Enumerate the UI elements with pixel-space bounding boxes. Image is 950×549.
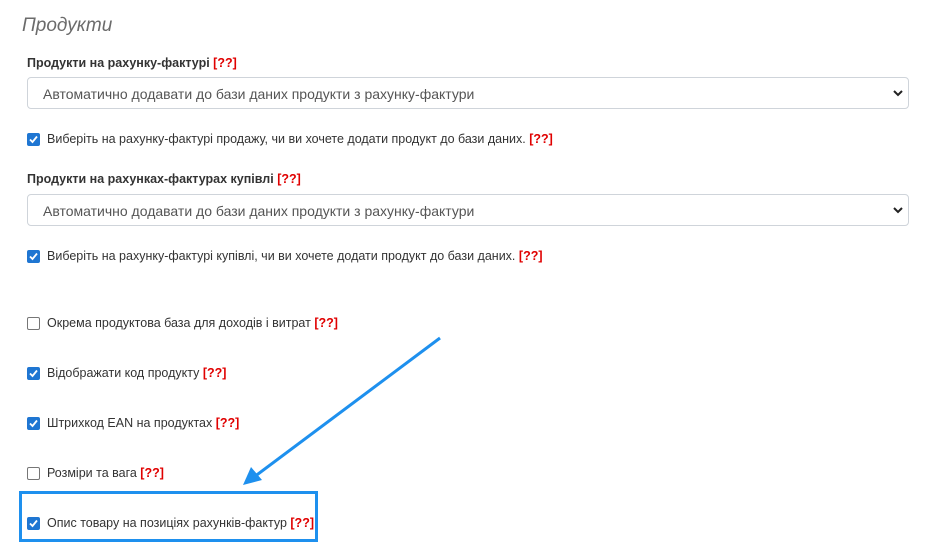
select-value: Автоматично додавати до бази даних проду… bbox=[43, 203, 475, 219]
checkbox[interactable] bbox=[27, 132, 40, 146]
help-link[interactable]: [??] bbox=[140, 466, 164, 480]
checkbox-label: Розміри та вага [??] bbox=[47, 466, 164, 480]
dimensions-weight-option[interactable]: Розміри та вага [??] bbox=[27, 465, 164, 481]
ean-barcode-option[interactable]: Штрихкод EAN на продуктах [??] bbox=[27, 415, 239, 431]
sales-invoice-products-select[interactable]: Автоматично додавати до бази даних проду… bbox=[27, 77, 909, 109]
help-link[interactable]: [??] bbox=[290, 516, 314, 530]
checkbox[interactable] bbox=[27, 316, 40, 330]
help-link[interactable]: [??] bbox=[314, 316, 338, 330]
annotation-highlight-box bbox=[19, 491, 318, 542]
checkbox-label: Опис товару на позиціях рахунків-фактур … bbox=[47, 516, 314, 530]
item-description-option[interactable]: Опис товару на позиціях рахунків-фактур … bbox=[27, 515, 314, 531]
chevron-down-icon bbox=[893, 207, 903, 214]
checkbox[interactable] bbox=[27, 416, 40, 430]
show-product-code-option[interactable]: Відображати код продукту [??] bbox=[27, 365, 226, 381]
checkbox-label: Виберіть на рахунку-фактурі продажу, чи … bbox=[47, 132, 553, 146]
checkbox[interactable] bbox=[27, 516, 40, 530]
checkbox[interactable] bbox=[27, 249, 40, 263]
purchase-invoice-products-label-text: Продукти на рахунках-фактурах купівлі bbox=[27, 172, 274, 186]
checkbox-label: Штрихкод EAN на продуктах [??] bbox=[47, 416, 240, 430]
sales-invoice-products-label-text: Продукти на рахунку-фактурі bbox=[27, 56, 210, 70]
purchase-invoice-products-select[interactable]: Автоматично додавати до бази даних проду… bbox=[27, 194, 909, 226]
help-link[interactable]: [??] bbox=[215, 416, 240, 430]
checkbox-label: Відображати код продукту [??] bbox=[47, 366, 227, 380]
sales-invoice-products-label: Продукти на рахунку-фактурі [??] bbox=[27, 56, 237, 70]
separate-product-base-option[interactable]: Окрема продуктова база для доходів і вит… bbox=[27, 315, 338, 331]
checkbox[interactable] bbox=[27, 366, 40, 380]
chevron-down-icon bbox=[893, 90, 903, 97]
page-title: Продукти bbox=[22, 15, 113, 36]
help-link[interactable]: [??] bbox=[202, 366, 227, 380]
checkbox-label: Виберіть на рахунку-фактурі купівлі, чи … bbox=[47, 249, 543, 263]
checkbox[interactable] bbox=[27, 466, 40, 480]
checkbox-label: Окрема продуктова база для доходів і вит… bbox=[47, 316, 338, 330]
select-value: Автоматично додавати до бази даних проду… bbox=[43, 86, 475, 102]
purchase-invoice-products-label: Продукти на рахунках-фактурах купівлі [?… bbox=[27, 172, 301, 186]
purchase-invoice-add-product-option[interactable]: Виберіть на рахунку-фактурі купівлі, чи … bbox=[27, 248, 543, 264]
help-link[interactable]: [??] bbox=[529, 132, 553, 146]
sales-invoice-add-product-option[interactable]: Виберіть на рахунку-фактурі продажу, чи … bbox=[27, 131, 553, 147]
help-link[interactable]: [??] bbox=[213, 56, 237, 70]
help-link[interactable]: [??] bbox=[518, 249, 543, 263]
help-link[interactable]: [??] bbox=[277, 172, 301, 186]
